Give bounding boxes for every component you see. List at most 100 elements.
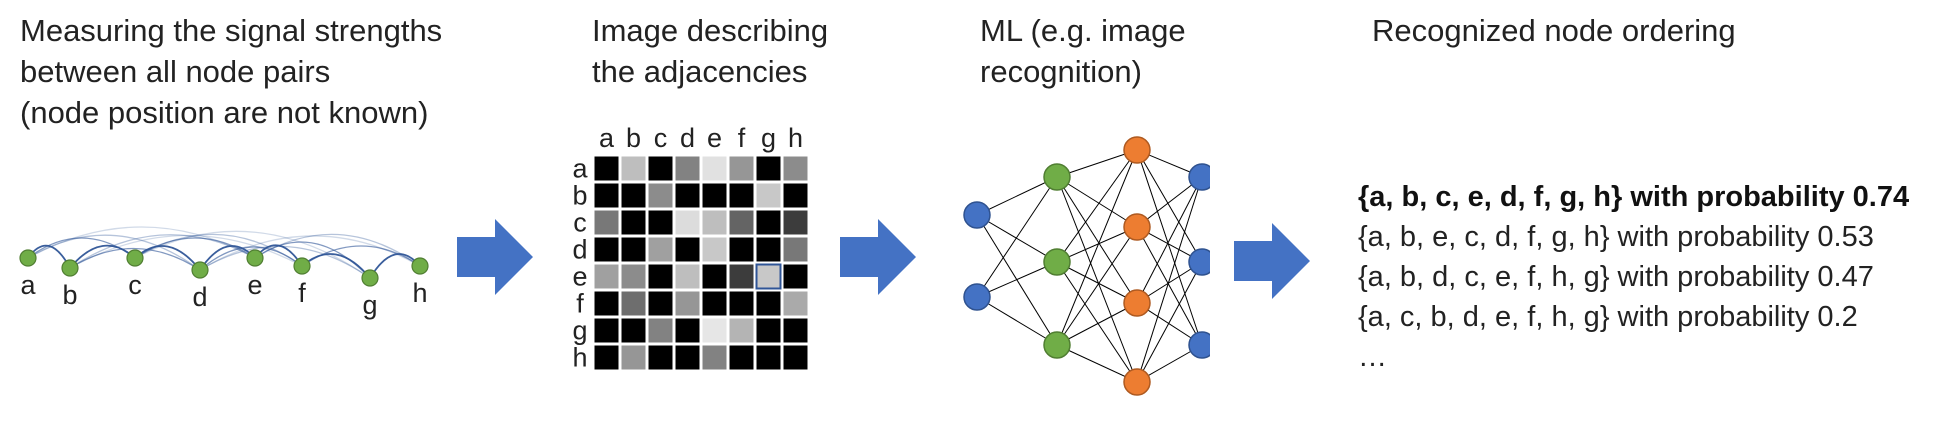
matrix-cell [675, 264, 700, 289]
network-neuron [1123, 213, 1151, 241]
matrix-cell [648, 237, 673, 262]
matrix-cell [621, 264, 646, 289]
matrix-cell [783, 237, 808, 262]
network-edge [1056, 149, 1138, 263]
graph-node-label: e [247, 270, 262, 300]
matrix-cell [621, 156, 646, 181]
matrix-cell [648, 345, 673, 370]
matrix-cell [648, 183, 673, 208]
matrix-cell [621, 210, 646, 235]
network-edge [1056, 176, 1138, 383]
network-edge [1136, 149, 1203, 346]
neural-network [963, 136, 1210, 396]
network-edge [1056, 261, 1138, 304]
matrix-cell [756, 183, 781, 208]
arrow-right-icon [457, 219, 533, 295]
matrix-cell [729, 210, 754, 235]
network-neuron [1188, 248, 1210, 276]
network-edge [1056, 149, 1138, 178]
matrix-row-label: e [572, 262, 587, 292]
network-edge [976, 176, 1058, 298]
network-neuron [1043, 248, 1071, 276]
network-edge [1056, 176, 1138, 228]
arrow-right-icon [1234, 223, 1310, 299]
matrix-cell [755, 263, 782, 290]
matrix-cell [756, 237, 781, 262]
network-neuron [963, 201, 991, 229]
network-edge [976, 214, 1058, 263]
step3-heading: ML (e.g. image recognition) [980, 10, 1186, 92]
ordering-result: {a, b, e, c, d, f, g, h} with probabilit… [1358, 221, 1874, 253]
matrix-col-label: h [788, 123, 803, 153]
matrix-cell [702, 291, 727, 316]
graph-node-label: a [20, 270, 36, 300]
matrix-cell [756, 345, 781, 370]
network-neuron [963, 283, 991, 311]
matrix-cell [594, 264, 619, 289]
node-arc [199, 245, 371, 279]
ordering-result: … [1358, 341, 1387, 373]
matrix-cell [621, 345, 646, 370]
node-arc [27, 234, 201, 271]
network-neuron [1123, 136, 1151, 164]
step3-heading-line: recognition) [980, 54, 1142, 89]
matrix-cell [783, 318, 808, 343]
matrix-cell [621, 183, 646, 208]
matrix-cell [621, 291, 646, 316]
matrix-cell [648, 210, 673, 235]
graph-node [19, 249, 37, 267]
node-arc [69, 234, 303, 269]
graph-node-label: d [192, 282, 207, 312]
matrix-cell [621, 237, 646, 262]
node-arc [199, 235, 421, 271]
matrix-cell [675, 291, 700, 316]
step4-heading-line: Recognized node ordering [1372, 13, 1736, 48]
node-arc [134, 230, 371, 279]
matrix-cell [594, 210, 619, 235]
matrix-cell [729, 156, 754, 181]
graph-node [191, 261, 209, 279]
ordering-result: {a, b, d, c, e, f, h, g} with probabilit… [1358, 261, 1874, 293]
network-neuron [1123, 368, 1151, 396]
matrix-cell [729, 264, 754, 289]
network-edge [1136, 261, 1203, 383]
graph-node [411, 257, 429, 275]
matrix-row-label: h [572, 343, 587, 373]
graph-node-label: c [128, 270, 142, 300]
network-edge [1056, 302, 1138, 346]
step1-heading-line: between all node pairs [20, 54, 331, 89]
matrix-cells [594, 156, 808, 370]
ordering-result: {a, c, b, d, e, f, h, g} with probabilit… [1358, 301, 1858, 333]
network-edge [976, 261, 1058, 298]
node-arc [69, 247, 201, 271]
matrix-cell [648, 156, 673, 181]
node-arc [134, 237, 256, 259]
network-neuron [1043, 163, 1071, 191]
step1-heading-line: Measuring the signal strengths [20, 13, 443, 48]
matrix-col-label: f [738, 123, 746, 153]
matrix-cell [702, 318, 727, 343]
step4-heading: Recognized node ordering [1372, 10, 1736, 51]
matrix-cell [675, 237, 700, 262]
node-arc [301, 245, 421, 267]
matrix-row-label: a [572, 154, 588, 184]
graph-node [126, 249, 144, 267]
network-edges [976, 149, 1203, 383]
network-edge [1136, 149, 1203, 263]
network-neuron [1123, 289, 1151, 317]
matrix-cell [594, 291, 619, 316]
node-arc [199, 246, 303, 271]
network-neuron [1188, 163, 1210, 191]
matrix-cell [648, 264, 673, 289]
matrix-col-label: e [707, 123, 722, 153]
matrix-cell [702, 156, 727, 181]
matrix-cell [594, 345, 619, 370]
matrix-row-label: g [572, 316, 587, 346]
matrix-cell [648, 291, 673, 316]
graph-node-label: g [362, 290, 377, 320]
matrix-cell [594, 183, 619, 208]
graph-node-label: h [412, 278, 427, 308]
